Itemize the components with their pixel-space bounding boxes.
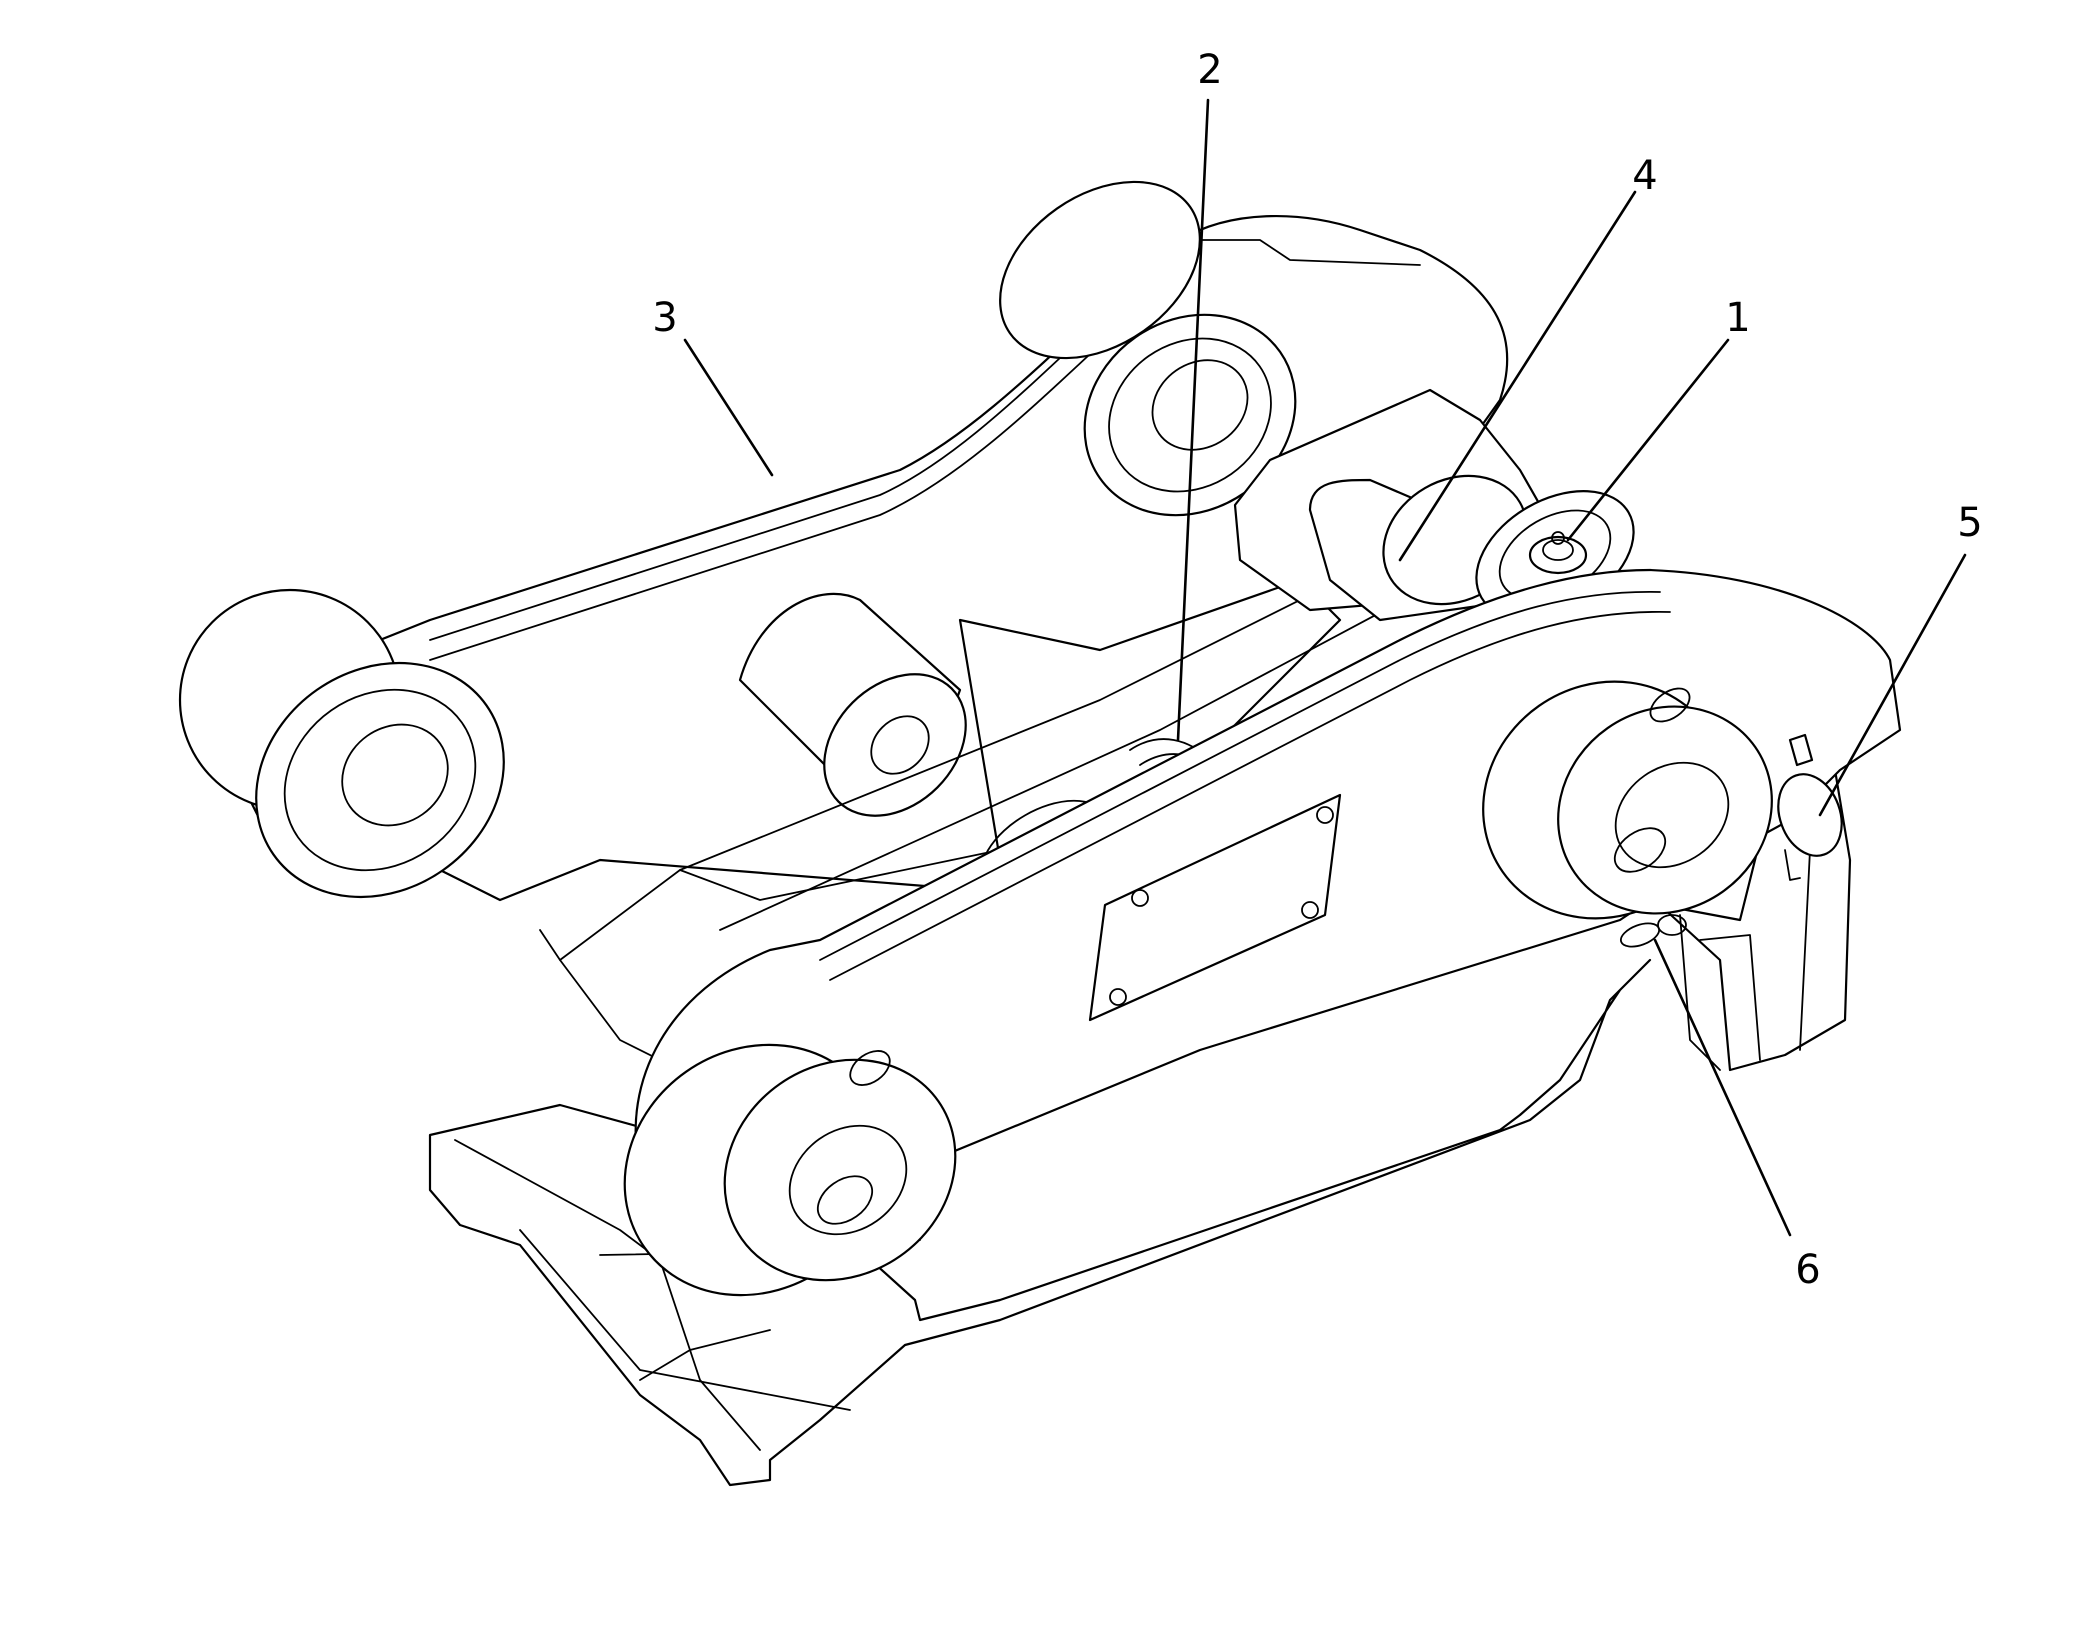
right-rear-boss [1482,680,1773,920]
plate-screw [1316,806,1334,824]
safety-lock-pin [1777,733,1843,881]
callout-6: 6 [1795,1247,1820,1293]
callout-1: 1 [1725,295,1750,341]
plate-screw [1301,901,1319,919]
leader-line-5 [1818,553,1967,817]
right-front-boss [623,1043,957,1297]
grease-fitting [1528,531,1588,575]
leader-line-4 [1398,190,1637,562]
leader-lines [683,98,1967,1237]
base-hook-plate [428,958,1652,1487]
left-front-boss [178,588,505,899]
callout-5: 5 [1957,500,1982,546]
middle-pin-lug [738,592,967,817]
callout-2: 2 [1197,47,1222,93]
callout-labels: 1 2 3 4 5 6 [652,47,1982,1293]
leader-line-3 [683,338,774,477]
leader-line-1 [1566,338,1730,542]
id-plate [1088,793,1342,1022]
callout-3: 3 [652,295,677,341]
plate-screw [1131,889,1149,907]
leader-line-2 [1176,98,1210,742]
retaining-clip [1619,914,1687,948]
left-rear-boss [999,180,1297,517]
leader-line-6 [1653,938,1792,1237]
callout-4: 4 [1632,153,1657,199]
plate-screw [1109,988,1127,1006]
